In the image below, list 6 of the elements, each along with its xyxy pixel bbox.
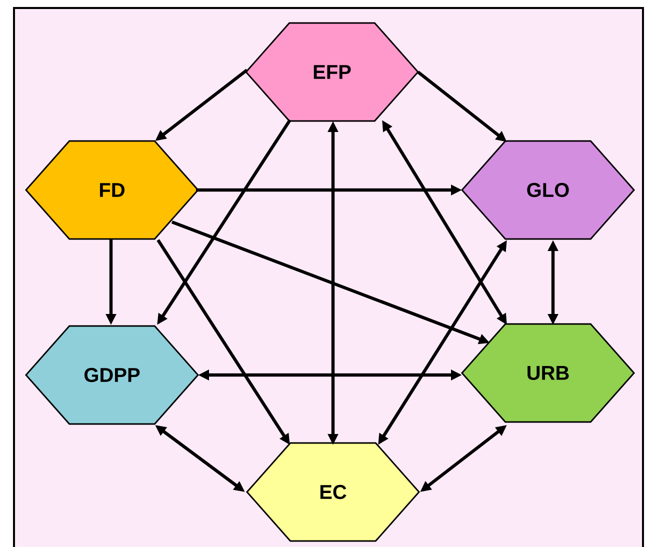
hexagon-node: URB: [461, 323, 635, 423]
hexagon-node: EC: [246, 442, 420, 542]
hexagon-node: GDPP: [25, 325, 199, 425]
hexagon-node: EFP: [245, 22, 419, 122]
hexagon-node: FD: [25, 140, 199, 240]
hexagon-node: GLO: [461, 140, 635, 240]
